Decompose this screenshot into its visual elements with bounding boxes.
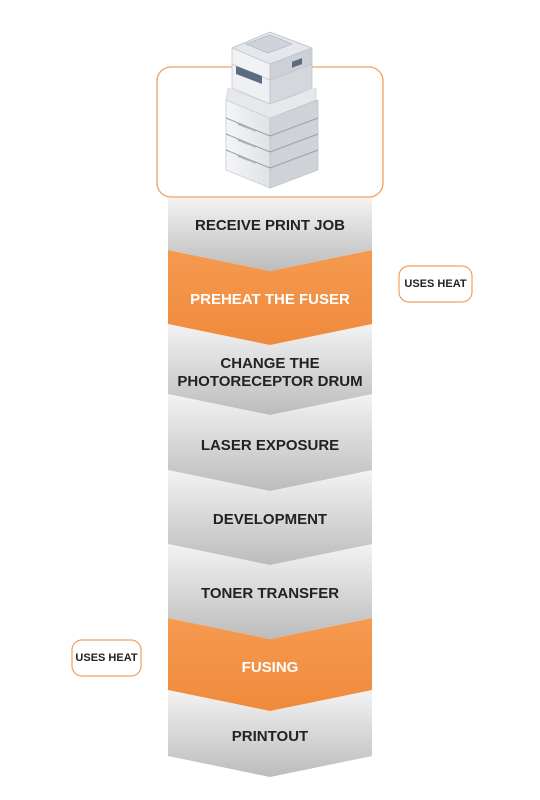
step-chevron	[168, 394, 372, 491]
step-label: TONER TRANSFER	[201, 585, 339, 602]
step-6: TONER TRANSFER	[168, 544, 372, 639]
step-5: DEVELOPMENT	[168, 470, 372, 565]
step-7: FUSING	[168, 618, 372, 711]
step-label: RECEIVE PRINT JOB	[195, 217, 345, 234]
uses-heat-tag: USES HEAT	[398, 265, 473, 303]
step-2: PREHEAT THE FUSER	[168, 250, 372, 345]
uses-heat-tag: USES HEAT	[71, 639, 142, 677]
step-label: DEVELOPMENT	[213, 511, 327, 528]
step-label: PHOTORECEPTOR DRUM	[177, 373, 362, 390]
step-chevron	[168, 324, 372, 415]
tag-box	[398, 265, 473, 303]
tag-label: USES HEAT	[404, 278, 466, 290]
tag-label: USES HEAT	[75, 652, 137, 664]
step-1: RECEIVE PRINT JOB	[168, 198, 372, 271]
step-chevron	[168, 544, 372, 639]
step-label: PREHEAT THE FUSER	[190, 291, 350, 308]
step-chevron	[168, 250, 372, 345]
printer-icon	[225, 31, 319, 189]
step-chevron	[168, 690, 372, 777]
tags-layer: USES HEAT USES HEAT	[71, 265, 473, 677]
tag-box	[71, 639, 142, 677]
step-label: FUSING	[242, 659, 299, 676]
step-chevron	[168, 470, 372, 565]
step-8: PRINTOUT	[168, 690, 372, 777]
step-label: CHANGE THE	[220, 355, 319, 372]
step-chevron	[168, 618, 372, 711]
step-chevron	[168, 198, 372, 271]
step-label: LASER EXPOSURE	[201, 437, 339, 454]
steps-layer: PRINTOUT FUSING TONER TRANSFER DEVELOPMENT L…	[168, 198, 372, 777]
step-4: LASER EXPOSURE	[168, 394, 372, 491]
step-label: PRINTOUT	[232, 728, 308, 745]
